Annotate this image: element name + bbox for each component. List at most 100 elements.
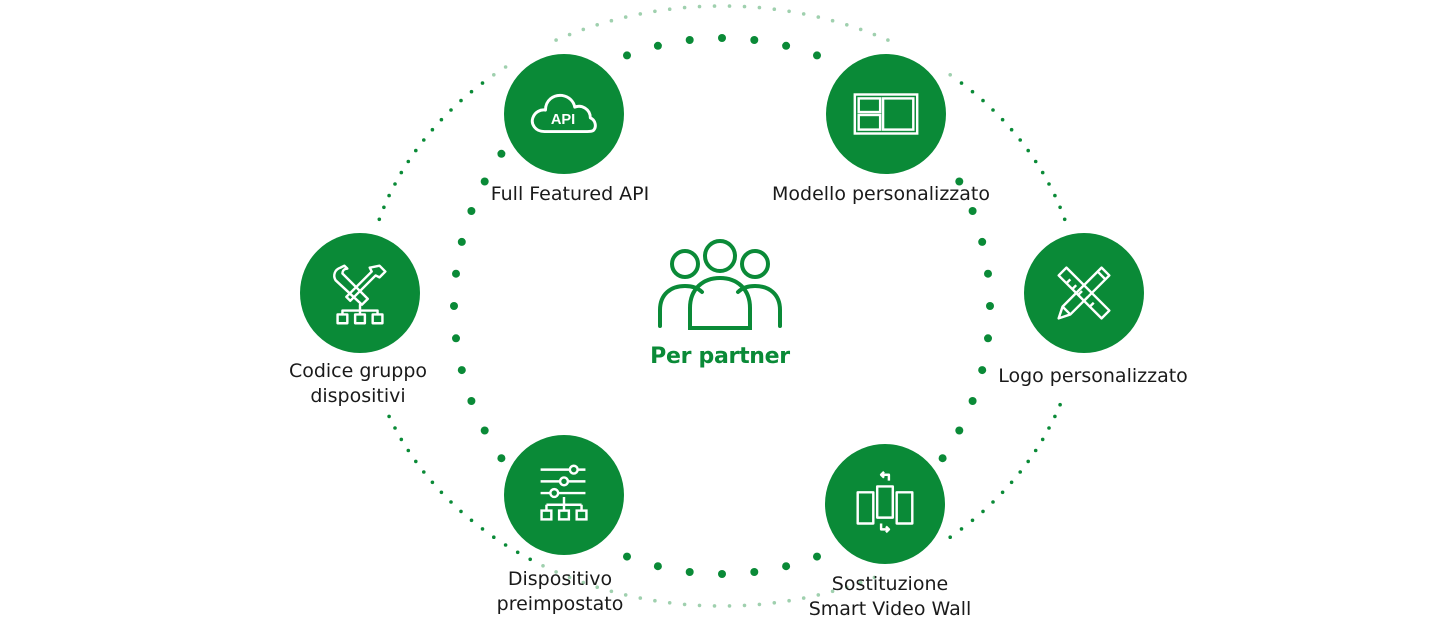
ring-dot (938, 454, 947, 463)
ring-dot (414, 459, 418, 464)
template-feature-circle (826, 54, 946, 174)
ring-dot (682, 5, 687, 10)
ring-dot (984, 334, 992, 343)
preset-feature-label-line-2: preimpostato (496, 593, 624, 615)
ring-dot (1000, 490, 1005, 495)
ring-dot (718, 570, 726, 578)
ring-dot (623, 51, 631, 60)
ring-dot (609, 18, 614, 23)
center-title: Per partner (650, 344, 790, 369)
ring-dot (830, 589, 835, 594)
ring-dot (682, 602, 687, 607)
ring-dot (469, 89, 474, 94)
ring-dot (858, 27, 863, 32)
ring-dot (772, 601, 777, 605)
ring-dot (991, 500, 995, 504)
ring-dot (449, 108, 453, 112)
ring-dot (1058, 205, 1062, 210)
ring-dot (449, 500, 453, 504)
ring-dot (742, 603, 747, 608)
ring-dot (727, 4, 732, 8)
groupcode-feature-label: Codice gruppo dispositivi (258, 359, 458, 409)
ring-dot (750, 568, 759, 576)
ring-dot (1000, 117, 1005, 122)
video-wall-swap-icon (856, 470, 914, 534)
ring-dot (1047, 426, 1051, 430)
ring-dot (1033, 159, 1038, 164)
videowall-feature-circle (825, 444, 945, 564)
ring-dot (430, 480, 435, 485)
ring-dot (623, 552, 631, 561)
ring-dot (801, 596, 806, 600)
ring-dot (712, 604, 717, 608)
ring-dot (667, 7, 672, 11)
ring-dot (986, 302, 994, 310)
ring-dot (1062, 217, 1067, 222)
ring-dot (991, 108, 995, 112)
ring-dot (497, 149, 506, 158)
logo-feature-label-line: Logo personalizzato (998, 365, 1188, 387)
ring-dot (959, 81, 964, 85)
layout-template-icon (853, 93, 919, 135)
ring-dot (872, 575, 877, 580)
ring-dot (492, 535, 496, 539)
groupcode-feature-label-line-2: dispositivi (310, 385, 406, 407)
ring-dot (387, 193, 391, 198)
ring-dot (439, 490, 444, 495)
ring-dot (813, 552, 821, 561)
ring-dot (1033, 448, 1038, 453)
api-icon-text: API (551, 112, 575, 128)
ring-dot (1047, 182, 1051, 186)
preset-feature-label: Dispositivo preimpostato (460, 567, 660, 617)
ring-dot (858, 580, 863, 585)
ring-dot (653, 598, 657, 603)
ring-dot (497, 454, 506, 463)
ring-dot (697, 4, 702, 9)
ring-dot (782, 562, 791, 571)
ring-dot (467, 397, 476, 405)
ring-dot (399, 170, 404, 175)
ring-dot (813, 51, 821, 60)
outer-dotted-ring (377, 4, 1067, 608)
ring-dot (399, 437, 404, 442)
ring-dot (393, 182, 397, 186)
ring-dot (685, 568, 694, 576)
logo-feature-circle (1024, 233, 1144, 353)
ring-dot (845, 585, 849, 589)
ring-dot (845, 23, 849, 27)
ring-dot (653, 9, 657, 14)
ring-dot (528, 557, 532, 562)
ring-dot (459, 98, 463, 103)
logo-feature-label: Logo personalizzato (978, 364, 1208, 389)
ring-dot (638, 12, 643, 16)
ring-dot (450, 302, 458, 310)
ring-dot (422, 138, 426, 142)
ring-dot (984, 269, 992, 278)
ring-dot (452, 269, 460, 278)
ring-dot (978, 366, 987, 375)
ring-dot (970, 89, 975, 94)
ring-dot (712, 4, 717, 8)
ring-dot (757, 602, 762, 607)
ring-dot (623, 15, 628, 19)
ring-dot (1026, 459, 1030, 464)
ring-dot (787, 9, 791, 14)
ring-dot (968, 397, 977, 405)
ring-dot (1026, 148, 1030, 153)
ring-dot (393, 426, 397, 430)
ring-dot (377, 217, 382, 222)
api-feature-circle: API (504, 54, 624, 174)
ring-dot (452, 334, 460, 343)
ring-dot (1009, 480, 1014, 485)
ring-dot (467, 207, 476, 215)
ring-dot (981, 98, 985, 103)
ring-dot (685, 36, 694, 44)
videowall-feature-label: Sostituzione Smart Video Wall (780, 572, 1000, 622)
ring-dot (1009, 127, 1014, 132)
ring-dot (801, 12, 806, 16)
ring-dot (872, 32, 877, 37)
ring-dot (830, 18, 835, 23)
ring-dot (772, 7, 777, 11)
